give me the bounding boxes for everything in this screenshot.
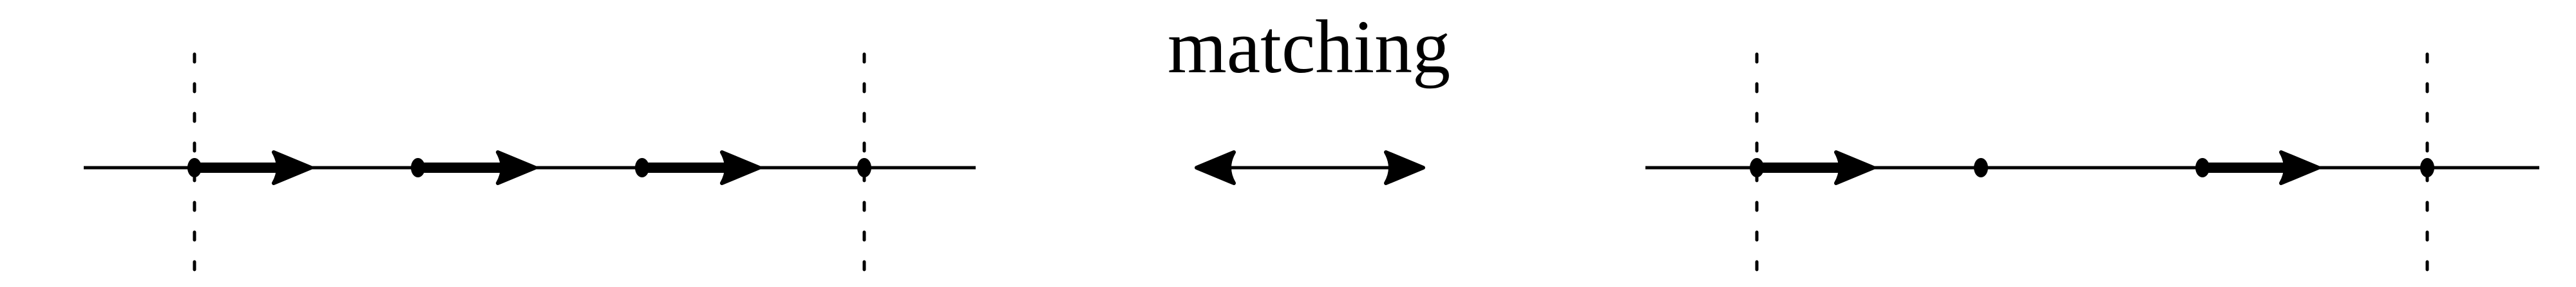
right-point-dot [1974, 158, 1988, 177]
left-point-dot [635, 158, 649, 177]
right-point-dot [1750, 158, 1764, 177]
right-arrowhead-icon [1384, 150, 1425, 185]
left-point-dot [857, 158, 871, 177]
left-point-dot [187, 158, 202, 177]
left-arrowhead-icon [1195, 150, 1236, 185]
left-arrowhead-icon [272, 150, 313, 185]
left-point-dot [411, 158, 425, 177]
right-arrowhead-icon [2279, 150, 2320, 185]
right-point-dot [2195, 158, 2210, 177]
left-arrowhead-icon [496, 150, 537, 185]
left-arrowhead-icon [720, 150, 761, 185]
right-point-dot [2420, 158, 2434, 177]
right-arrowhead-icon [1834, 150, 1875, 185]
matching-label: matching [1168, 5, 1451, 89]
